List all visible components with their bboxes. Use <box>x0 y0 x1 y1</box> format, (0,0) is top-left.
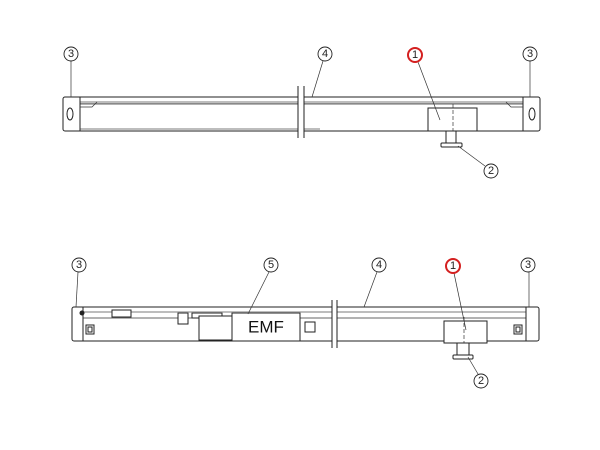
callout-2: 2 <box>473 373 489 389</box>
callout-label: 4 <box>322 48 328 60</box>
callout-label: 1 <box>412 49 418 61</box>
motor-housing <box>198 315 233 341</box>
callout-label: 2 <box>478 375 484 387</box>
callout-1-highlighted: 1 <box>407 47 423 63</box>
callout-4: 4 <box>371 257 387 273</box>
bottom-leaders <box>75 271 530 375</box>
callout-label: 2 <box>488 165 494 177</box>
callout-1-highlighted: 1 <box>445 258 461 274</box>
top-guide-block <box>427 107 478 132</box>
emf-module <box>231 312 301 342</box>
callout-label: 1 <box>450 260 456 272</box>
bottom-guide-washer <box>452 354 474 360</box>
top-rail-assembly <box>62 86 541 148</box>
emf-label: EMF <box>248 318 284 337</box>
left-mount-square <box>85 324 95 335</box>
callout-3: 3 <box>520 257 536 273</box>
bottom-rail-assembly: EMF <box>71 300 540 360</box>
callout-5: 5 <box>263 257 279 273</box>
top-leaders <box>70 60 531 167</box>
callout-label: 3 <box>525 259 531 271</box>
bottom-guide-post <box>456 342 470 356</box>
callout-4: 4 <box>317 46 333 62</box>
callout-label: 5 <box>268 259 274 271</box>
top-guide-post <box>445 130 457 144</box>
callout-3: 3 <box>522 46 538 62</box>
callout-label: 3 <box>68 48 74 60</box>
callout-label: 3 <box>527 48 533 60</box>
callout-3: 3 <box>63 46 79 62</box>
top-guide-washer <box>440 142 463 148</box>
right-mount-slot <box>528 107 536 121</box>
callout-3: 3 <box>71 257 87 273</box>
callout-2: 2 <box>483 163 499 179</box>
left-mount-slot <box>66 107 74 121</box>
callout-label: 3 <box>76 259 82 271</box>
right-mount-square <box>513 324 523 335</box>
callout-label: 4 <box>376 259 382 271</box>
bottom-guide-block <box>443 320 488 344</box>
